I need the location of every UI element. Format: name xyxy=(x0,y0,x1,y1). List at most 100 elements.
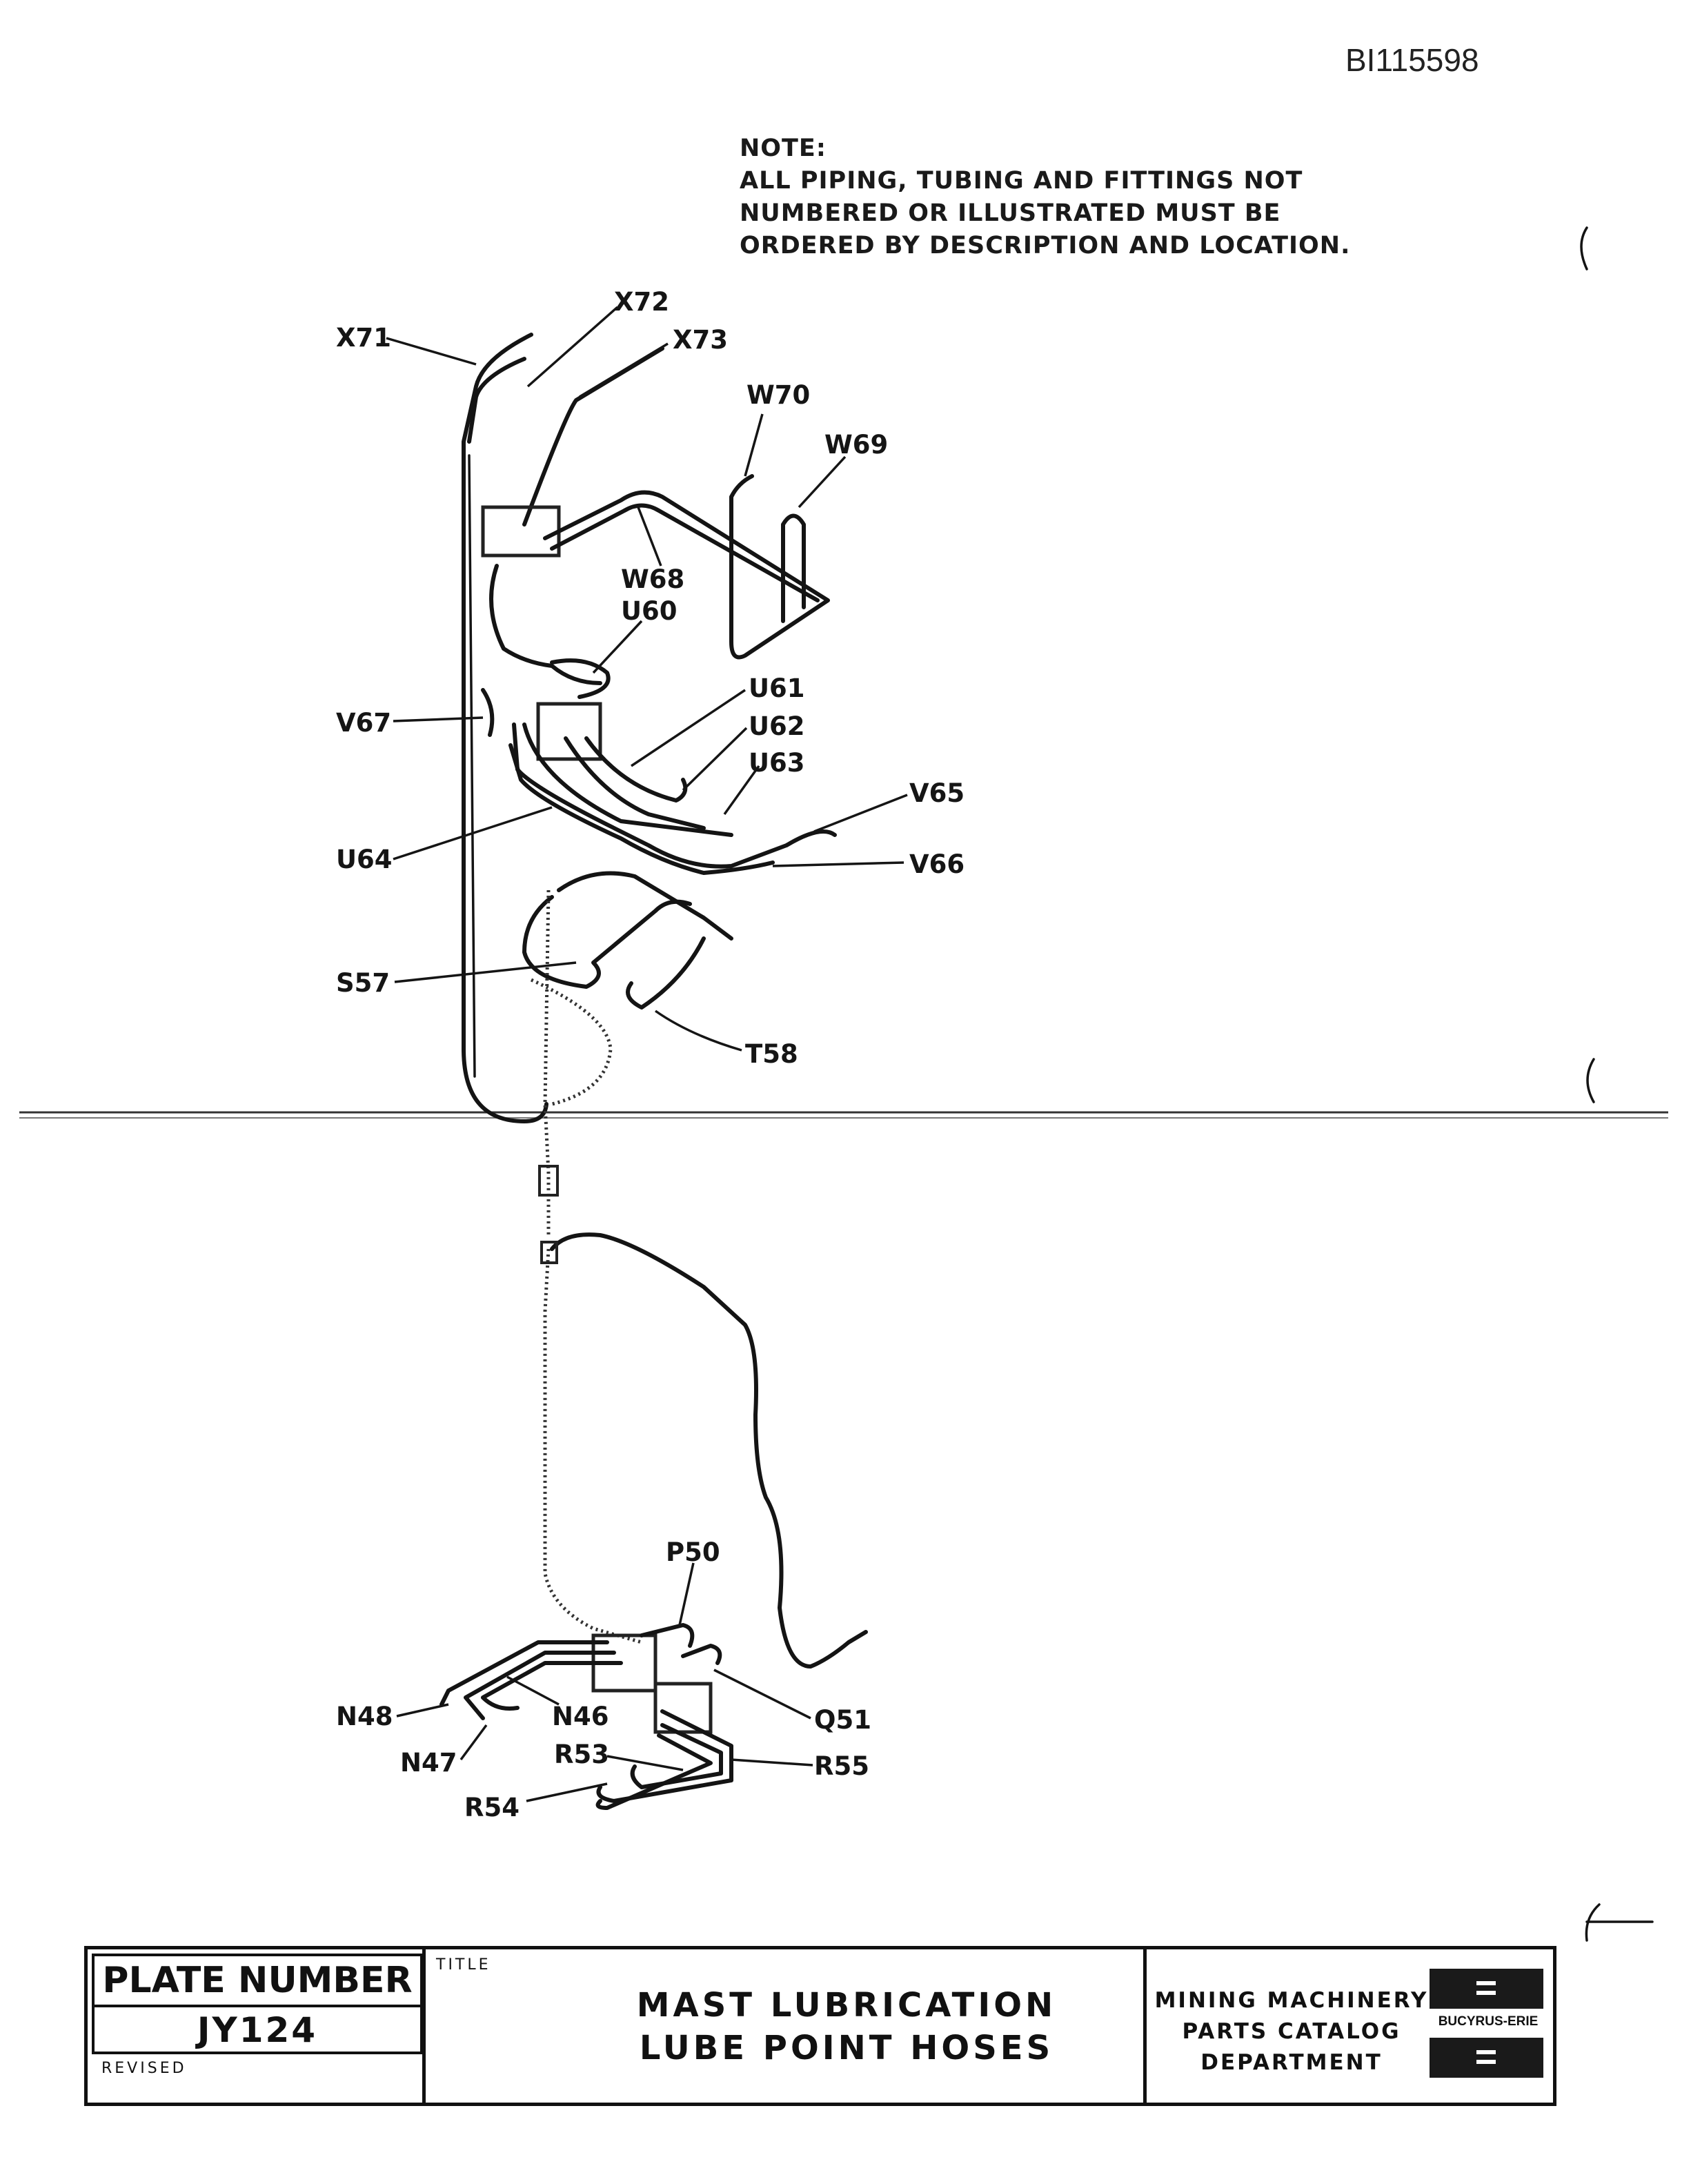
hose-t58 xyxy=(626,936,706,1010)
callout-label: Q51 xyxy=(814,1705,871,1735)
hose-x71-inner xyxy=(468,454,476,1078)
bottom-manifold xyxy=(653,1682,713,1734)
swivel-fitting xyxy=(538,1165,559,1197)
note-line: ORDERED BY DESCRIPTION AND LOCATION. xyxy=(740,232,1351,259)
callout-label: U62 xyxy=(749,711,805,741)
callout-label: U60 xyxy=(621,596,678,626)
hose-q51 xyxy=(681,1644,722,1665)
divider xyxy=(1143,1949,1147,2103)
callout-label: U63 xyxy=(749,748,805,778)
leader-w69 xyxy=(798,455,847,509)
note-heading: NOTE: xyxy=(740,135,827,162)
hose-u60 xyxy=(489,564,602,685)
callout-label: R55 xyxy=(814,1751,869,1781)
callout-label: X72 xyxy=(614,287,669,317)
callout-label: X71 xyxy=(336,323,391,353)
upper-manifold xyxy=(481,505,561,558)
hose-n46 xyxy=(481,1661,623,1711)
callout-label: T58 xyxy=(745,1039,798,1069)
leader-u64 xyxy=(393,806,553,860)
swivel-fitting xyxy=(540,1241,558,1264)
logo-mark xyxy=(1430,2038,1543,2078)
hose-w68 xyxy=(543,474,830,660)
hose-trunk-lower xyxy=(543,1248,642,1644)
revised-label: REVISED xyxy=(101,2060,187,2077)
department-name: MINING MACHINERY PARTS CATALOG DEPARTMEN… xyxy=(1154,1985,1430,2078)
hose-r53 xyxy=(630,1723,723,1789)
leader-q51 xyxy=(713,1669,811,1720)
callout-label: N48 xyxy=(336,1702,393,1731)
leader-u60 xyxy=(592,620,643,674)
punch-hole-mark xyxy=(1580,226,1588,270)
hose-n48 xyxy=(439,1640,609,1706)
note-line: ALL PIPING, TUBING AND FITTINGS NOT xyxy=(740,167,1303,195)
callout-label: W68 xyxy=(621,564,684,594)
middle-manifold xyxy=(536,702,602,761)
title-block: PLATE NUMBER JY124 REVISED TITLE MAST LU… xyxy=(84,1946,1556,2106)
hose-r54 xyxy=(595,1733,713,1810)
plate-number: JY124 xyxy=(92,2007,423,2054)
title-label: TITLE xyxy=(436,1956,491,1974)
hose-lower-return xyxy=(550,1232,868,1669)
callout-label: W70 xyxy=(746,380,810,410)
leader-x72 xyxy=(526,306,619,388)
drawing-title: MAST LUBRICATION LUBE POINT HOSES xyxy=(502,1984,1191,2069)
hose-x73 xyxy=(522,346,664,527)
hose-v66 xyxy=(508,743,775,875)
title-line: LUBE POINT HOSES xyxy=(639,2029,1054,2067)
callout-label: S57 xyxy=(336,968,390,998)
hose-w68-inner xyxy=(550,503,820,602)
plate-number-label: PLATE NUMBER xyxy=(92,1954,423,2007)
leader-x71 xyxy=(386,337,477,366)
hose-u60-block xyxy=(550,658,611,699)
title-line: MAST LUBRICATION xyxy=(636,1986,1057,2025)
hose-s57-top xyxy=(557,871,733,941)
punch-hole-mark xyxy=(1586,1058,1595,1103)
hose-s57 xyxy=(522,895,692,989)
leader-n47 xyxy=(459,1724,488,1761)
callout-label: N46 xyxy=(552,1702,609,1731)
logo-name: BUCYRUS-ERIE xyxy=(1438,2014,1539,2029)
hose-p50 xyxy=(640,1623,695,1648)
divider xyxy=(422,1949,426,2103)
hose-x71 xyxy=(462,333,548,1123)
dept-line: DEPARTMENT xyxy=(1200,2050,1383,2075)
punch-hole-mark xyxy=(1585,1903,1654,1942)
callout-label: V67 xyxy=(336,708,391,738)
leader-w70 xyxy=(744,413,764,477)
hose-v67 xyxy=(481,688,495,737)
callout-label: V65 xyxy=(909,778,965,808)
document-id: BI115598 xyxy=(1345,42,1479,78)
hose-trunk xyxy=(543,889,551,1235)
note-block: NOTE: ALL PIPING, TUBING AND FITTINGS NO… xyxy=(740,132,1350,262)
leader-v67 xyxy=(393,716,484,722)
leader-p50 xyxy=(678,1562,695,1626)
callout-label: W69 xyxy=(824,430,888,460)
dept-line: PARTS CATALOG xyxy=(1182,2019,1401,2044)
callout-label: N47 xyxy=(400,1748,457,1778)
leader-u63 xyxy=(723,765,760,816)
hose-s57-lower xyxy=(530,978,613,1106)
callout-label: R54 xyxy=(464,1793,520,1822)
leader-v65 xyxy=(813,794,908,833)
leader-r53 xyxy=(606,1755,684,1771)
callout-label: V66 xyxy=(909,849,965,879)
logo-mark xyxy=(1430,1969,1543,2009)
leader-n48 xyxy=(396,1703,449,1718)
leader-r55 xyxy=(731,1758,813,1767)
hose-n47 xyxy=(464,1651,616,1720)
leader-r54 xyxy=(526,1782,608,1802)
note-line: NUMBERED OR ILLUSTRATED MUST BE xyxy=(740,199,1281,227)
hose-w69 xyxy=(781,513,806,623)
callout-label: R53 xyxy=(554,1740,609,1769)
hose-u63 xyxy=(522,722,733,837)
leader-n46 xyxy=(506,1675,560,1706)
leader-w68 xyxy=(637,506,662,567)
hose-u64 xyxy=(512,722,837,869)
callout-label: P50 xyxy=(666,1537,720,1567)
leader-x73 xyxy=(579,342,669,398)
dept-line: MINING MACHINERY xyxy=(1154,1988,1429,2013)
leader-s57 xyxy=(394,961,577,983)
bucyrus-erie-logo: BUCYRUS-ERIE xyxy=(1430,1969,1547,2086)
